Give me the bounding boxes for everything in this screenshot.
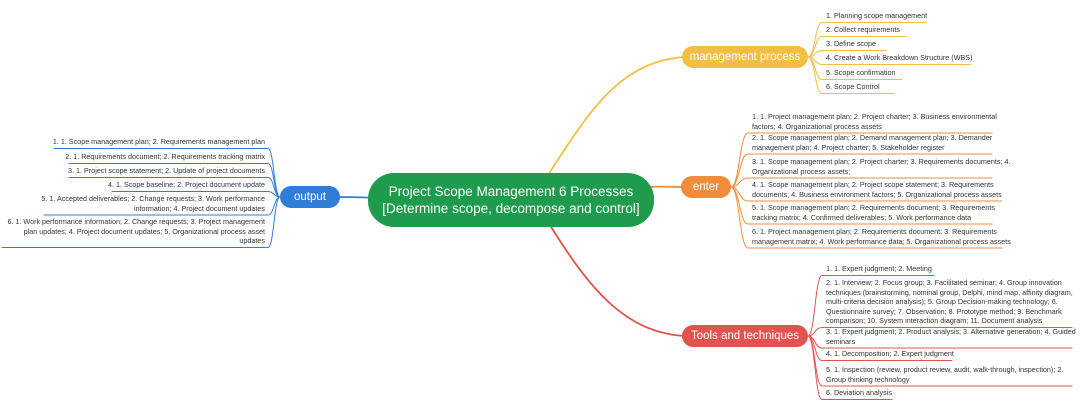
- leaf-output-6[interactable]: 6. 1. Work performance information; 2. C…: [7, 217, 265, 246]
- leaf-text-line: 1. Planning scope management: [826, 11, 928, 20]
- leaf-text-line: documents; 4. Business environment facto…: [752, 189, 1002, 199]
- root-topic[interactable]: Project Scope Management 6 Processes [De…: [368, 173, 654, 227]
- leaf-output-1[interactable]: 1. 1. Scope management plan; 2. Requirem…: [53, 137, 265, 147]
- leaf-text-line: updates: [239, 236, 265, 245]
- leaf-management-process-6[interactable]: 6. Scope Control: [826, 82, 880, 92]
- leaf-text-line: management matrix; 4. Work performance d…: [752, 236, 1011, 246]
- leaf-text-line: 6. 1. Work performance information; 2. C…: [7, 217, 265, 226]
- leaf-text-line: 6. 1. Project management plan; 2. Requir…: [752, 227, 997, 236]
- leaf-text-line: techniques (brainstorming, nominal group…: [826, 287, 1073, 297]
- leaf-text-line: 2. 1. Requirements document; 2. Requirem…: [65, 152, 265, 161]
- leaf-management-process-4[interactable]: 4. Create a Work Breakdown Structure (WB…: [826, 53, 972, 63]
- leaf-text-line: 1. 1. Scope management plan; 2. Requirem…: [52, 137, 265, 146]
- leaf-text-line: 4. 1. Scope management plan; 2. Project …: [752, 180, 994, 189]
- leaf-text-line: seminars: [826, 336, 856, 346]
- leaf-text-line: 5. 1. Scope management plan; 2. Requirem…: [752, 203, 995, 212]
- leaf-text-line: factors; 4. Organizational process asset…: [752, 121, 882, 131]
- leaf-text-line: Questionnaire survey; 7. Observation; 8.…: [826, 306, 1062, 316]
- leaf-management-process-2[interactable]: 2. Collect requirements: [826, 25, 900, 35]
- leaf-enter-3[interactable]: 3. 1. Scope management plan; 2. Project …: [752, 157, 1011, 176]
- branch-tools-and-techniques[interactable]: Tools and techniques: [682, 325, 808, 347]
- leaf-text-line: information; 4. Project document updates: [133, 203, 265, 213]
- leaf-text-line: 3. 1. Scope management plan; 2. Project …: [752, 157, 1011, 166]
- leaf-enter-2[interactable]: 2. 1. Scope management plan; 2. Demand m…: [752, 133, 992, 152]
- leaf-tools-and-techniques-1[interactable]: 1. 1. Expert judgment; 2. Meeting: [826, 264, 932, 274]
- leaf-tools-and-techniques-5[interactable]: 5. 1. Inspection (review, product review…: [826, 365, 1063, 384]
- branch-tools-and-techniques-label: Tools and techniques: [690, 330, 800, 342]
- leaf-text-line: 1. 1. Project management plan; 2. Projec…: [752, 112, 997, 121]
- leaf-output-5[interactable]: 5. 1. Accepted deliverables; 2. Change r…: [41, 194, 265, 213]
- leaf-text-line: 3. 1. Project scope statement; 2. Update…: [68, 166, 265, 175]
- leaf-text-line: Group thinking technology: [826, 374, 910, 384]
- leaf-enter-4[interactable]: 4. 1. Scope management plan; 2. Project …: [752, 180, 1002, 199]
- leaf-text-line: 4. Create a Work Breakdown Structure (WB…: [826, 53, 973, 62]
- branch-management-process[interactable]: management process: [682, 46, 808, 68]
- leaf-tools-and-techniques-4[interactable]: 4. 1. Decomposition; 2. Expert judgment: [826, 349, 954, 359]
- branch-management-process-label: management process: [689, 51, 801, 63]
- leaf-text-line: 6. Deviation analysis: [826, 388, 892, 397]
- leaf-text-line: multi-criteria decision analysis); 5. Gr…: [826, 297, 1058, 306]
- leaf-management-process-1[interactable]: 1. Planning scope management: [826, 11, 927, 21]
- leaf-text-line: 2. 1. Interview; 2. Focus group; 3. Faci…: [826, 278, 1062, 287]
- leaf-text-line: Organizational process assets;: [752, 166, 851, 176]
- leaf-text-line: plan updates; 4. Project document update…: [23, 226, 265, 236]
- leaf-tools-and-techniques-3[interactable]: 3. 1. Expert judgment; 2. Product analys…: [826, 327, 1076, 346]
- leaf-enter-1[interactable]: 1. 1. Project management plan; 2. Projec…: [752, 112, 997, 131]
- leaf-enter-6[interactable]: 6. 1. Project management plan; 2. Requir…: [752, 227, 1011, 246]
- leaf-enter-5[interactable]: 5. 1. Scope management plan; 2. Requirem…: [752, 203, 995, 222]
- branch-enter-label: enter: [692, 181, 720, 193]
- branch-output-label: output: [294, 191, 326, 203]
- root-topic-line2: [Determine scope, decompose and control]: [382, 201, 640, 216]
- leaf-text-line: 5. 1. Accepted deliverables; 2. Change r…: [41, 194, 265, 203]
- leaf-text-line: 5. Scope confirmation: [826, 68, 896, 77]
- leaf-text-line: 5. 1. Inspection (review, product review…: [826, 365, 1064, 374]
- leaf-text-line: 3. Define scope: [826, 39, 876, 48]
- leaf-tools-and-techniques-2[interactable]: 2. 1. Interview; 2. Focus group; 3. Faci…: [826, 278, 1073, 326]
- leaf-output-2[interactable]: 2. 1. Requirements document; 2. Requirem…: [65, 152, 265, 162]
- leaf-output-3[interactable]: 3. 1. Project scope statement; 2. Update…: [68, 166, 265, 176]
- leaf-output-4[interactable]: 4. 1. Scope baseline; 2. Project documen…: [108, 180, 265, 190]
- leaf-tools-and-techniques-6[interactable]: 6. Deviation analysis: [826, 388, 892, 398]
- branch-output[interactable]: output: [280, 186, 340, 208]
- leaf-management-process-5[interactable]: 5. Scope confirmation: [826, 68, 896, 78]
- leaf-management-process-3[interactable]: 3. Define scope: [826, 39, 876, 49]
- leaf-text-line: 3. 1. Expert judgment; 2. Product analys…: [826, 327, 1076, 336]
- leaf-text-line: 2. Collect requirements: [826, 25, 900, 34]
- branch-enter[interactable]: enter: [681, 176, 731, 198]
- leaf-text-line: 1. 1. Expert judgment; 2. Meeting: [826, 264, 932, 273]
- leaf-text-line: 6. Scope Control: [826, 82, 880, 91]
- leaf-text-line: 2. 1. Scope management plan; 2. Demand m…: [752, 133, 993, 142]
- leaf-text-line: 4. 1. Scope baseline; 2. Project documen…: [107, 180, 265, 189]
- leaf-text-line: tracking matrix; 4. Confirmed deliverabl…: [752, 212, 972, 222]
- root-topic-line1: Project Scope Management 6 Processes: [388, 184, 634, 199]
- leaf-text-line: management plan; 4. Project charter; 5. …: [752, 142, 945, 152]
- leaf-text-line: 4. 1. Decomposition; 2. Expert judgment: [826, 349, 954, 358]
- leaf-text-line: comparison; 10. System interaction diagr…: [826, 316, 1043, 325]
